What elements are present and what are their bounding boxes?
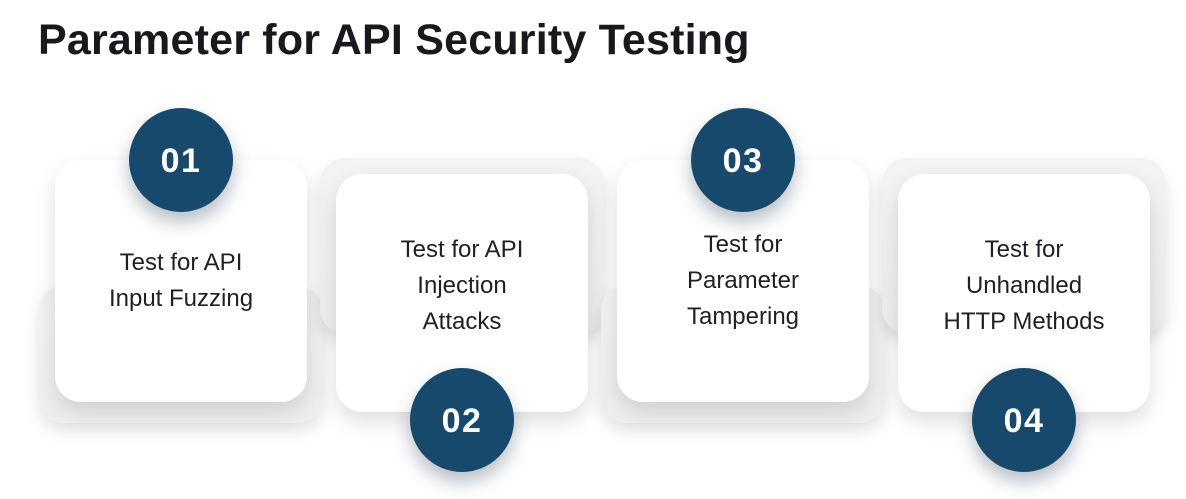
step-label: Test for Parameter Tampering bbox=[686, 231, 800, 330]
step-number: 02 bbox=[441, 401, 483, 440]
step-card-1: Test for API Input Fuzzing 01 bbox=[39, 108, 323, 448]
step-number-badge: 03 bbox=[691, 108, 795, 212]
step-number: 01 bbox=[160, 141, 202, 180]
step-label: Test for API Input Fuzzing bbox=[108, 249, 254, 312]
step-number: 04 bbox=[1003, 401, 1045, 440]
step-number-badge: 01 bbox=[129, 108, 233, 212]
step-card-3: Test for Parameter Tampering 03 bbox=[601, 108, 885, 448]
step-number: 03 bbox=[722, 141, 764, 180]
step-number-badge: 04 bbox=[972, 368, 1076, 472]
step-card-4: Test for Unhandled HTTP Methods 04 bbox=[882, 158, 1166, 488]
step-card-2: Test for API Injection Attacks 02 bbox=[320, 158, 604, 488]
page-title: Parameter for API Security Testing bbox=[38, 16, 750, 64]
step-label: Test for API Injection Attacks bbox=[400, 236, 524, 335]
step-card-body: Test for API Injection Attacks bbox=[336, 174, 588, 412]
step-label: Test for Unhandled HTTP Methods bbox=[943, 236, 1105, 335]
step-number-badge: 02 bbox=[410, 368, 514, 472]
